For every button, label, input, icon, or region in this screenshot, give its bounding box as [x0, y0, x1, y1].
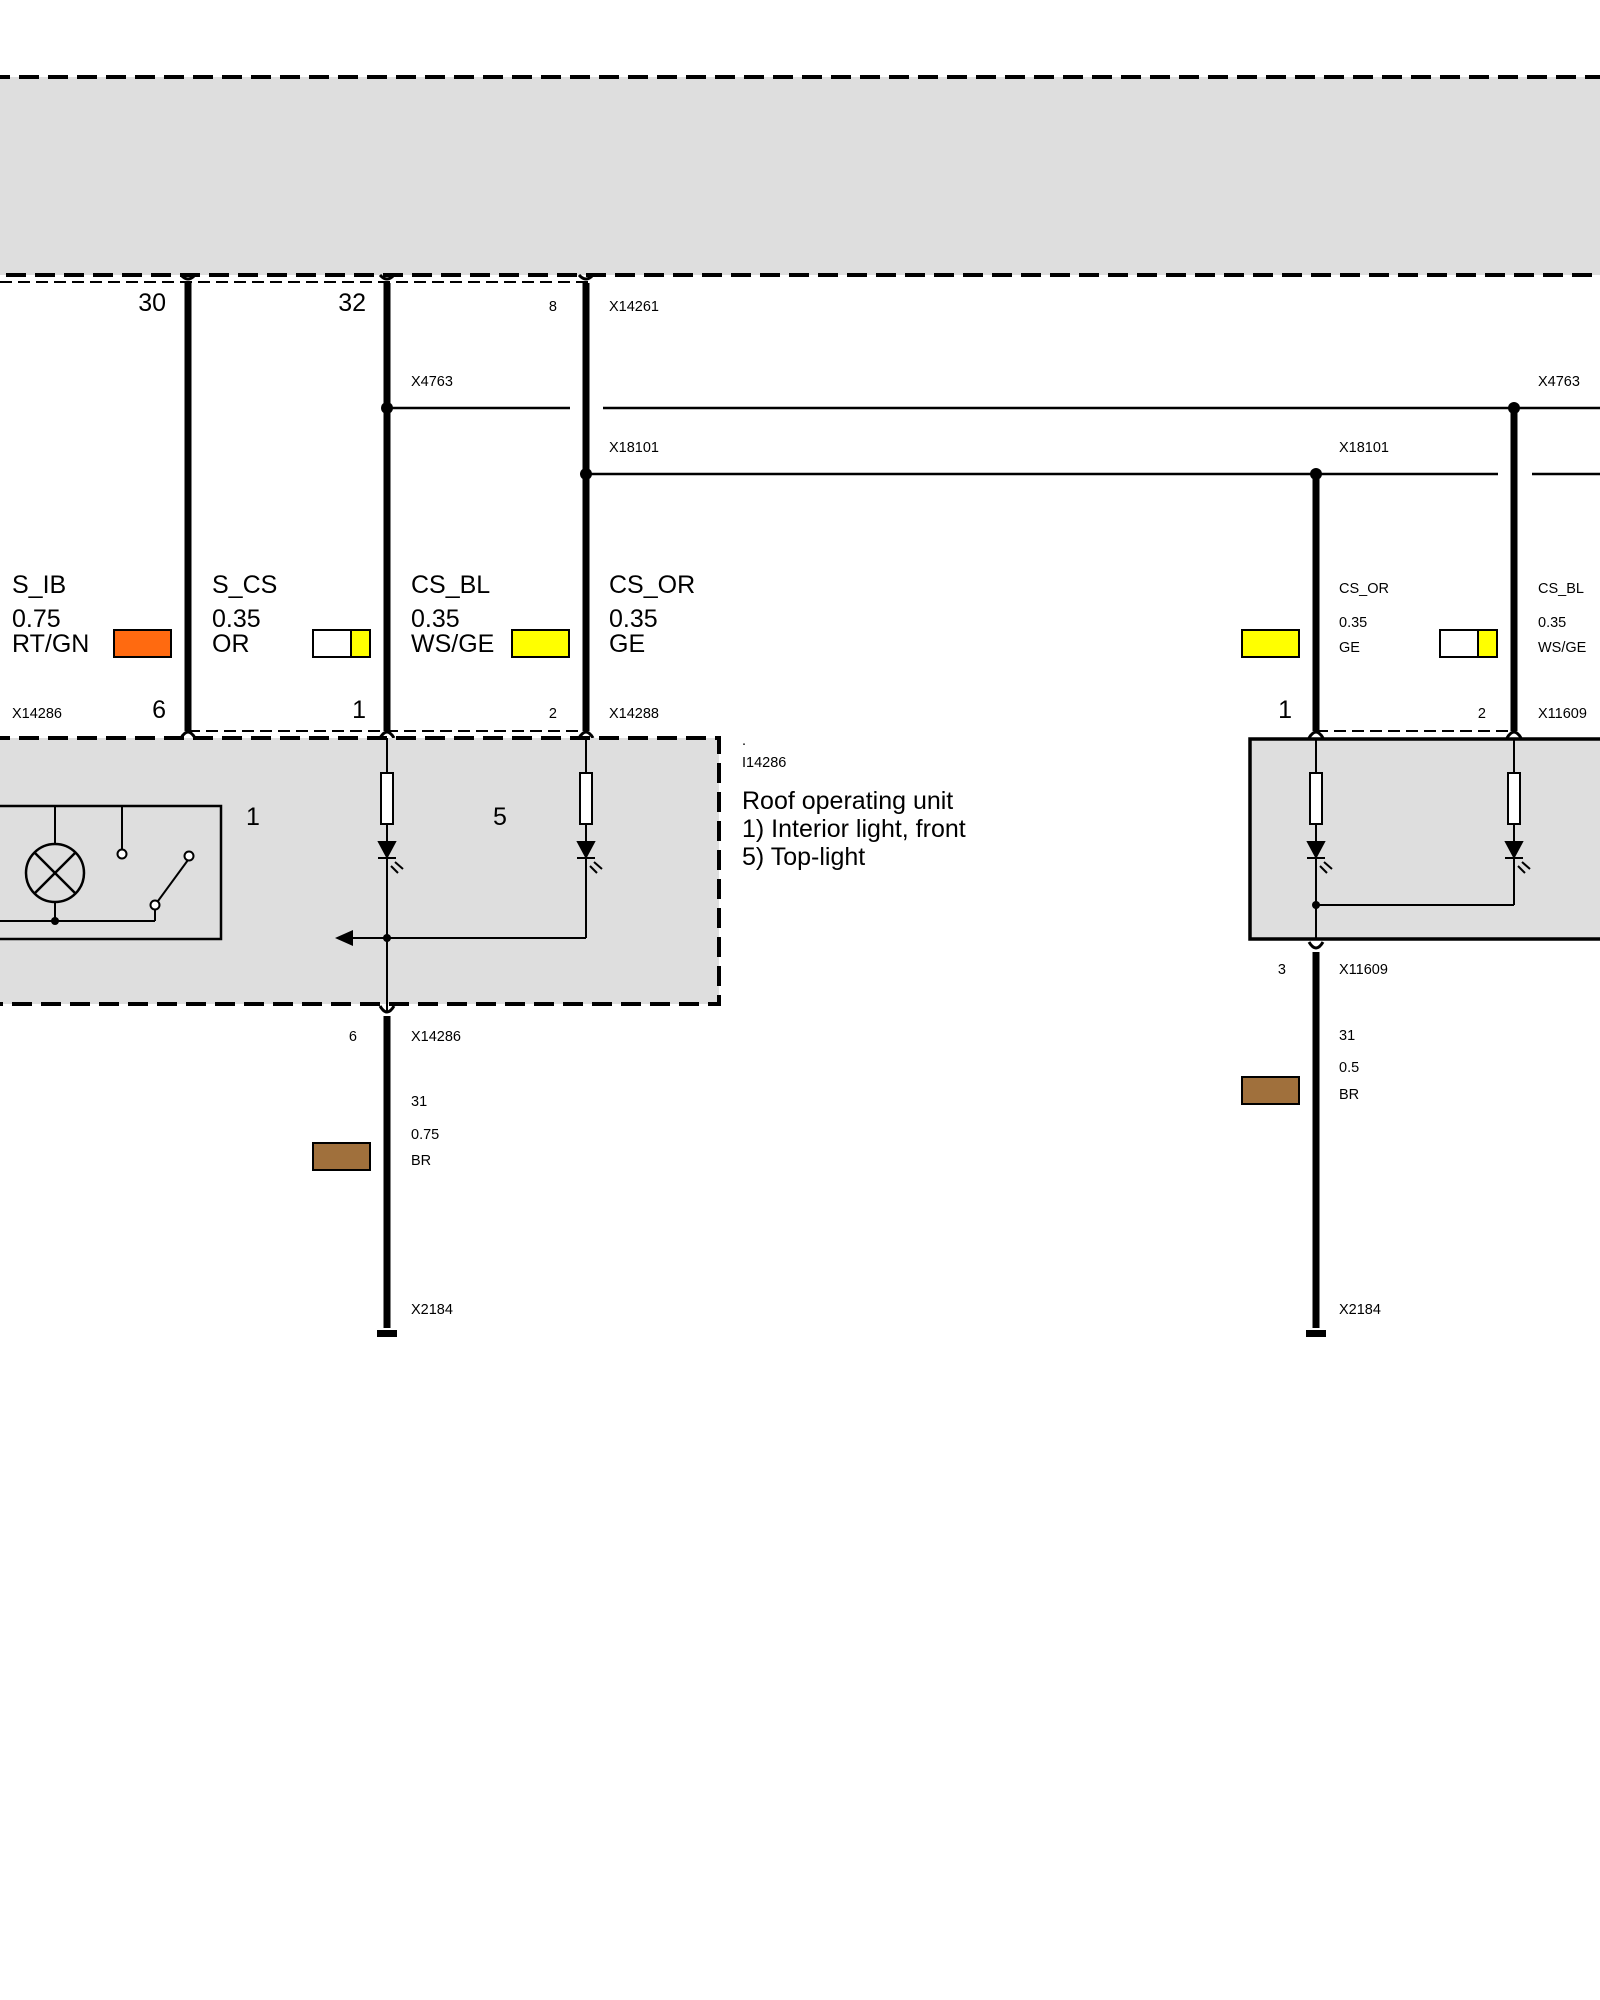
arrow-left: [335, 930, 353, 946]
top-connector-hooks: [179, 273, 595, 281]
pin-3-right: 3: [1278, 962, 1286, 978]
svg-text:31: 31: [411, 1094, 427, 1110]
component-item-5: 5) Top-light: [742, 843, 865, 871]
svg-text:GE: GE: [1339, 640, 1360, 656]
svg-text:0.75: 0.75: [411, 1127, 439, 1143]
pin-2-left: 2: [549, 706, 557, 722]
component-item-1: 1) Interior light, front: [742, 815, 966, 843]
svg-text:0.75: 0.75: [12, 605, 61, 633]
top-module-box: [0, 75, 1600, 277]
color-swatch-brown-right: [1241, 1076, 1300, 1105]
svg-text:GE: GE: [609, 630, 645, 658]
bus-lines: [387, 406, 1600, 476]
connector-x11609-top: X11609: [1538, 706, 1587, 722]
wire-label-s-cs: S_CS 0.35 OR: [212, 571, 371, 658]
connector-x18101-right: X18101: [1339, 440, 1389, 456]
connector-x14288: X14288: [609, 706, 659, 722]
connector-x2184-left: X2184: [411, 1302, 453, 1318]
pin-6-ground: 6: [349, 1029, 357, 1045]
svg-text:0.35: 0.35: [212, 605, 261, 633]
color-swatch-brown-left: [312, 1142, 371, 1171]
svg-text:S_CS: S_CS: [212, 571, 277, 599]
color-swatch-white-right: [1439, 629, 1479, 658]
junction-dots: [381, 402, 1520, 480]
svg-text:WS/GE: WS/GE: [411, 630, 494, 658]
connector-x18101-left: X18101: [609, 440, 659, 456]
svg-text:CS_BL: CS_BL: [411, 571, 490, 599]
led-circuit-right: [1306, 739, 1531, 939]
pin-6-left: 6: [152, 696, 166, 724]
connector-x14261: X14261: [609, 299, 659, 315]
color-swatch-rt-gn: [113, 629, 172, 658]
wire-label-ground-left: 31 0.75 BR: [312, 1094, 439, 1171]
wire-label-cs-or-right: CS_OR 0.35 GE: [1241, 581, 1389, 658]
connector-x14286-left: X14286: [12, 706, 62, 722]
svg-text:0.35: 0.35: [1339, 615, 1367, 631]
pin-1-right: 1: [1278, 696, 1292, 724]
component-id: I14286: [742, 755, 786, 771]
wire-label-cs-bl-right: CS_BL 0.35 WS/GE: [1439, 581, 1587, 658]
pin-32: 32: [338, 289, 366, 317]
color-swatch-yellow: [511, 629, 570, 658]
svg-text:0.5: 0.5: [1339, 1060, 1359, 1076]
component-dot: .: [742, 733, 746, 749]
svg-text:OR: OR: [212, 630, 250, 658]
ground-hooks: [378, 941, 1325, 1014]
svg-text:31: 31: [1339, 1028, 1355, 1044]
roof-operating-unit-box: [0, 736, 721, 1006]
connector-x2184-right: X2184: [1339, 1302, 1381, 1318]
ground-symbols: [377, 1330, 1326, 1337]
color-swatch-white: [312, 629, 352, 658]
connector-x4763-right: X4763: [1538, 374, 1580, 390]
svg-text:WS/GE: WS/GE: [1538, 640, 1587, 656]
junction-dot-ground: [383, 934, 391, 942]
junction-dot-lamp: [51, 917, 59, 925]
connector-x11609-bottom: X11609: [1339, 962, 1388, 978]
svg-text:BR: BR: [1339, 1087, 1359, 1103]
wire-label-cs-or: CS_OR 0.35 GE: [609, 571, 695, 658]
color-swatch-yellow-right: [1241, 629, 1300, 658]
svg-text:0.35: 0.35: [411, 605, 460, 633]
junction-dot-right: [1312, 901, 1320, 909]
right-module-box: [1248, 737, 1600, 941]
wire-label-ground-right: 31 0.5 BR: [1241, 1028, 1359, 1105]
pin-30: 30: [138, 289, 166, 317]
svg-text:CS_OR: CS_OR: [609, 571, 695, 599]
svg-text:RT/GN: RT/GN: [12, 630, 89, 658]
connector-x14286-bottom: X14286: [411, 1029, 461, 1045]
svg-text:0.35: 0.35: [609, 605, 658, 633]
svg-text:CS_BL: CS_BL: [1538, 581, 1584, 597]
pin-8: 8: [549, 299, 557, 315]
label-5: 5: [493, 803, 507, 831]
vertical-wires: [184, 283, 590, 731]
svg-text:BR: BR: [411, 1153, 431, 1169]
right-vertical-wires: [1312, 408, 1518, 731]
label-1: 1: [246, 803, 260, 831]
pin-2-right: 2: [1478, 706, 1486, 722]
component-name: Roof operating unit: [742, 787, 953, 815]
svg-text:0.35: 0.35: [1538, 615, 1566, 631]
ground-wires: [383, 952, 1320, 1328]
svg-text:S_IB: S_IB: [12, 571, 66, 599]
interior-light-box: [0, 804, 223, 941]
wire-label-s-ib: S_IB 0.75 RT/GN: [12, 571, 172, 658]
switch-icon: [0, 806, 195, 922]
color-swatch-yellow-stripe: [350, 629, 371, 658]
connector-x4763-left: X4763: [411, 374, 453, 390]
color-swatch-yellow-stripe-right: [1477, 629, 1498, 658]
pin-1-left: 1: [352, 696, 366, 724]
wire-label-cs-bl: CS_BL 0.35 WS/GE: [411, 571, 570, 658]
svg-text:CS_OR: CS_OR: [1339, 581, 1389, 597]
